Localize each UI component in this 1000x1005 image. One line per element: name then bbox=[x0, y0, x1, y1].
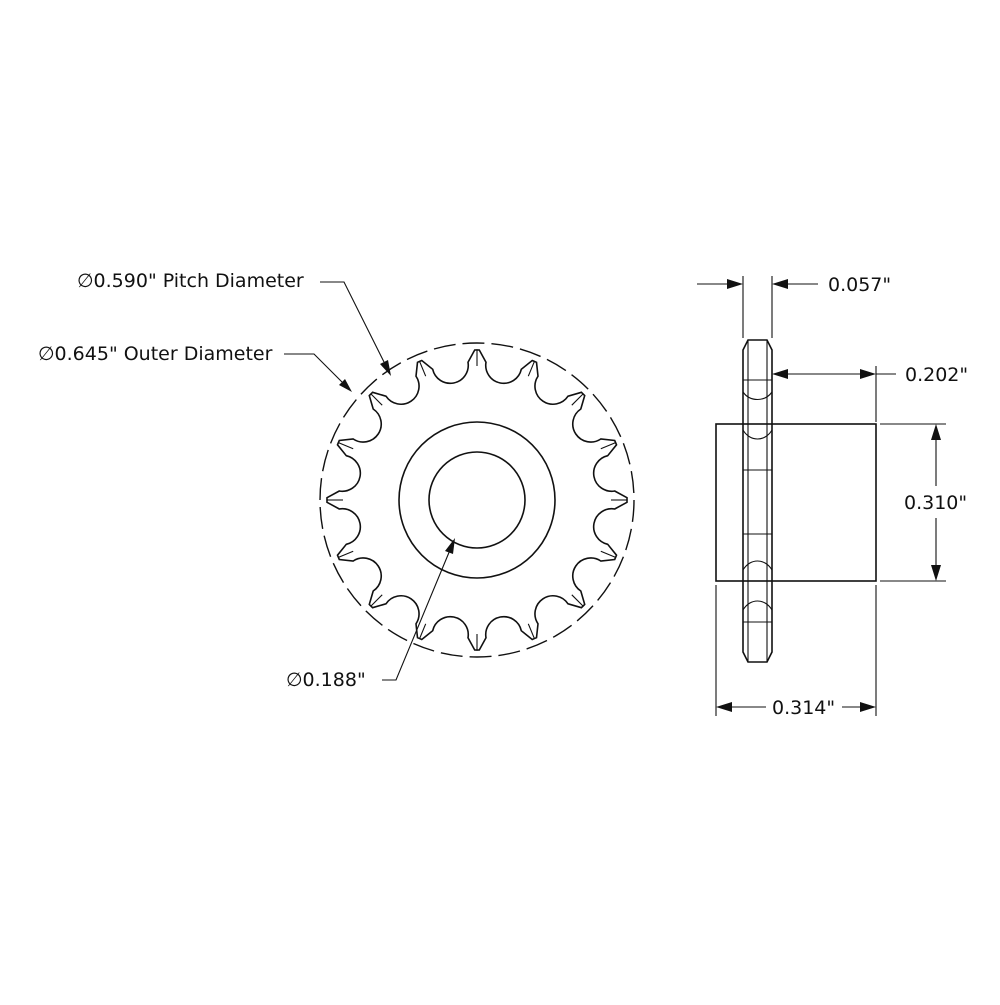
tooth-center-line bbox=[419, 623, 427, 639]
plate-thickness-dimension bbox=[697, 276, 818, 338]
hub-offset-label: 0.202" bbox=[905, 364, 968, 386]
tooth-center-line bbox=[338, 550, 354, 558]
outer-diameter-circle bbox=[319, 342, 635, 658]
bore-diameter-leader bbox=[382, 538, 455, 681]
outer-diameter-label: ∅0.645" Outer Diameter bbox=[38, 343, 273, 365]
pitch-diameter-label: ∅0.590" Pitch Diameter bbox=[77, 270, 304, 292]
bore-diameter-label: ∅0.188" bbox=[286, 669, 366, 691]
tooth-center-line bbox=[571, 594, 584, 607]
tooth-center-line bbox=[370, 594, 383, 607]
tooth-center-line bbox=[370, 393, 383, 406]
front-view: ∅0.590" Pitch Diameter ∅0.645" Outer Dia… bbox=[38, 270, 635, 691]
hub-circle bbox=[398, 421, 556, 579]
tooth-center-line bbox=[527, 623, 535, 639]
overall-length-label: 0.314" bbox=[772, 697, 835, 719]
bore-circle bbox=[428, 451, 526, 549]
tooth-center-line bbox=[527, 361, 535, 377]
overall-length-dimension bbox=[715, 585, 877, 716]
tooth-center-line bbox=[419, 361, 427, 377]
tooth-center-line bbox=[600, 442, 616, 450]
sprocket-plate bbox=[742, 339, 773, 663]
tooth-center-line bbox=[600, 550, 616, 558]
tooth-flank-lines bbox=[327, 350, 627, 650]
tooth-center-line bbox=[338, 442, 354, 450]
outer-diameter-leader bbox=[284, 353, 352, 392]
hub-diameter-dimension bbox=[880, 423, 946, 582]
hub-offset-dimension bbox=[772, 366, 896, 422]
side-view: 0.057" 0.202" 0.310" bbox=[697, 274, 968, 719]
plate-thickness-label: 0.057" bbox=[828, 274, 891, 296]
tooth-center-line bbox=[571, 393, 584, 406]
hub-body bbox=[715, 423, 877, 582]
sprocket-tooth-profile bbox=[326, 349, 628, 651]
pitch-diameter-leader bbox=[320, 281, 391, 376]
hub-diameter-label: 0.310" bbox=[904, 492, 967, 514]
